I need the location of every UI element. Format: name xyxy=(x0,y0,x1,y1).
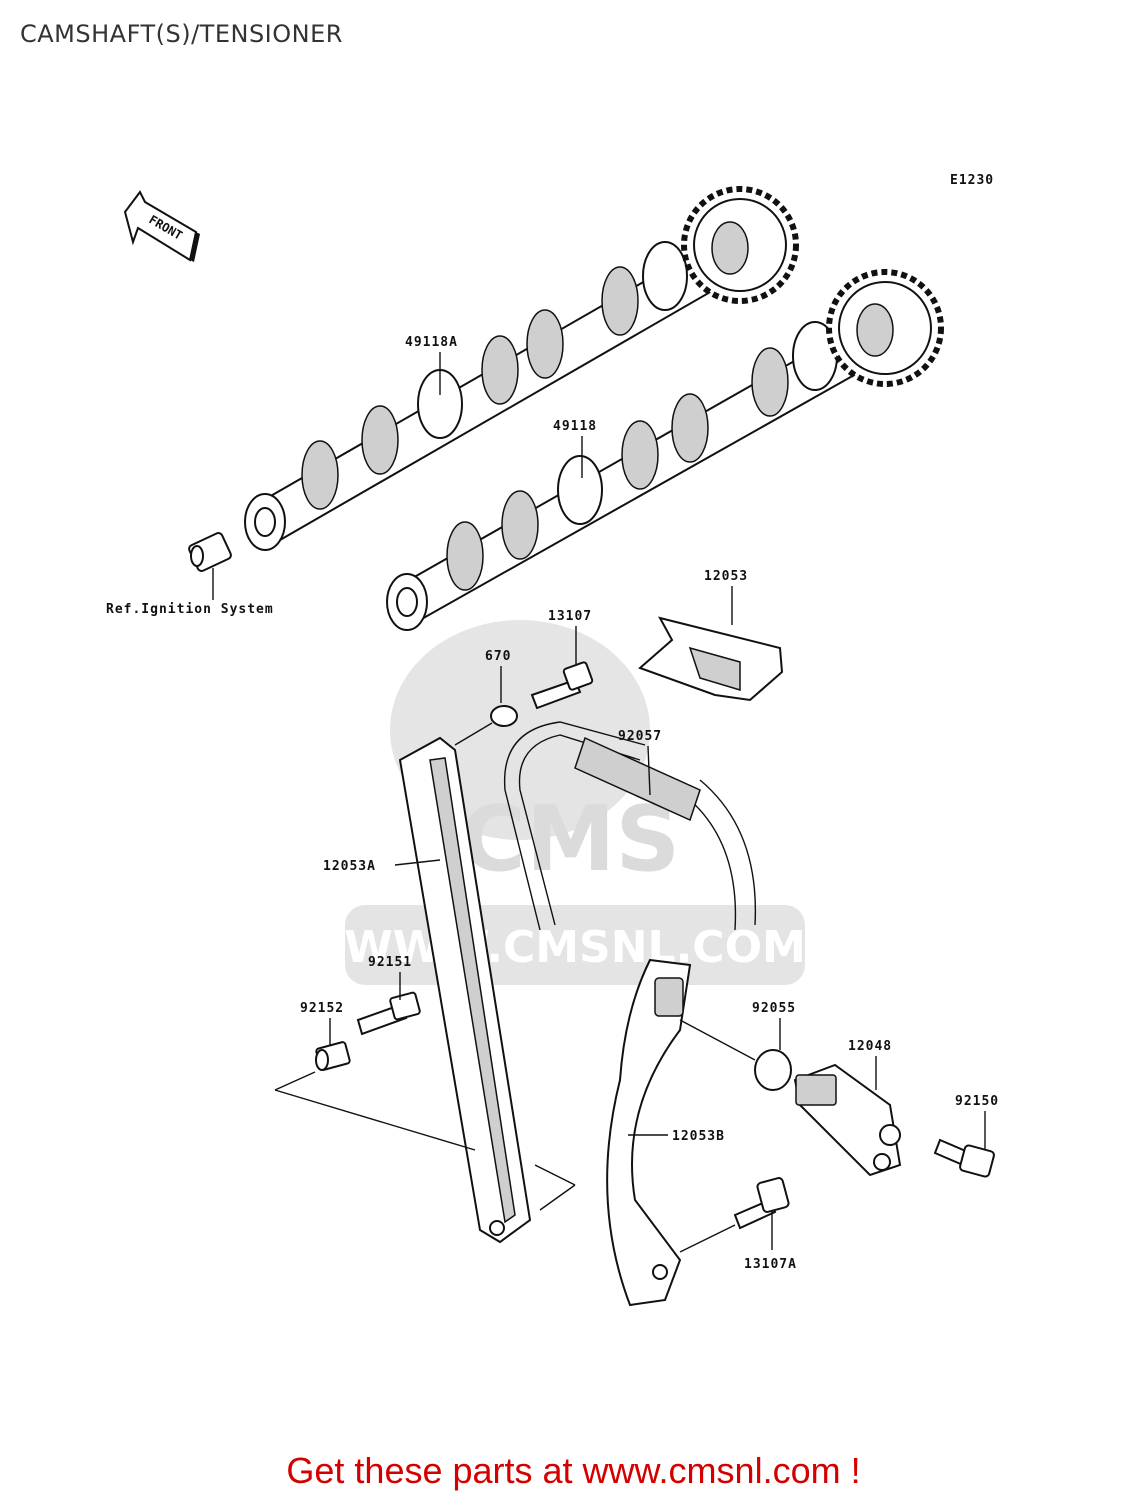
collar-92152 xyxy=(315,1041,351,1071)
parts-diagram: CMS WWW.CMSNL.COM E1230 FRONT xyxy=(106,173,999,1307)
reference-note: Ref.Ignition System xyxy=(106,602,274,617)
shop-link[interactable]: Get these parts at www.cmsnl.com ! xyxy=(286,1450,861,1491)
label-12053a: 12053A xyxy=(323,859,376,874)
front-arrow-icon: FRONT xyxy=(123,190,200,262)
label-12053: 12053 xyxy=(704,569,748,584)
label-92151: 92151 xyxy=(368,955,412,970)
label-92057: 92057 xyxy=(618,729,662,744)
label-12053b: 12053B xyxy=(672,1129,725,1144)
bolt-92151 xyxy=(356,991,421,1036)
label-92055: 92055 xyxy=(752,1001,796,1016)
label-13107: 13107 xyxy=(548,609,592,624)
label-92150: 92150 xyxy=(955,1094,999,1109)
camshaft-49118 xyxy=(386,269,944,631)
label-49118: 49118 xyxy=(553,419,597,434)
label-13107a: 13107A xyxy=(744,1257,797,1272)
chain-guide-12053b xyxy=(606,958,692,1307)
label-92152: 92152 xyxy=(300,1001,344,1016)
diagram-code: E1230 xyxy=(950,173,994,188)
label-12048: 12048 xyxy=(848,1039,892,1054)
cam-chain-92057 xyxy=(503,721,757,931)
chain-guide-12053 xyxy=(638,616,784,702)
page-title: CAMSHAFT(S)/TENSIONER xyxy=(20,20,343,48)
bolt-13107a xyxy=(733,1177,790,1230)
ignition-sleeve xyxy=(188,532,232,572)
chain-guide-12053a xyxy=(398,736,532,1244)
tensioner-12048 xyxy=(793,1063,902,1177)
o-ring-670 xyxy=(490,705,518,727)
camshaft-49118a xyxy=(244,186,799,551)
watermark-url: WWW.CMSNL.COM xyxy=(344,922,806,973)
label-49118a: 49118A xyxy=(405,335,458,350)
o-ring-92055 xyxy=(754,1049,792,1091)
bolt-92150 xyxy=(933,1138,995,1178)
label-670: 670 xyxy=(485,649,511,664)
watermark-logo-text: CMS xyxy=(460,787,680,892)
bolt-13107 xyxy=(530,661,594,710)
